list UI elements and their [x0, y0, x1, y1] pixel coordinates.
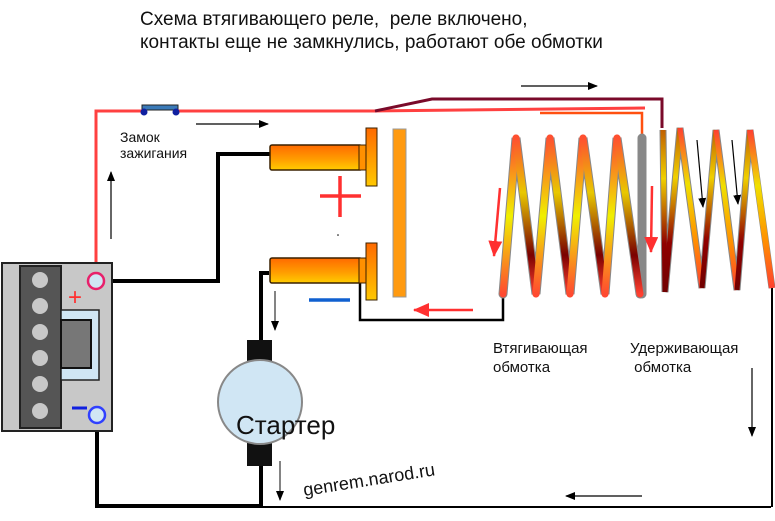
pull-coil-current-arrow	[488, 187, 503, 257]
moving-contact-plate	[392, 128, 407, 298]
hold-coil	[659, 127, 775, 293]
pull-in-coil	[498, 133, 647, 299]
battery-positive-terminal[interactable]	[86, 271, 106, 291]
ground-wire	[95, 425, 263, 508]
hold-coil-feed-wire	[374, 97, 664, 128]
lower-contact-to-starter-wire	[259, 271, 269, 345]
positive-wire	[94, 109, 143, 281]
battery-plus-sign: +	[68, 284, 82, 311]
lower-contact-bolt	[269, 242, 378, 301]
ignition-switch-label-line2: зажигания	[120, 145, 188, 161]
ignition-switch[interactable]	[140, 104, 180, 116]
dot	[337, 234, 339, 236]
ignition-switch-label-line1: Замок	[120, 129, 160, 145]
diagram-title-line2: контакты еще не замкнулись, работают обе…	[140, 32, 603, 53]
battery-cells	[32, 272, 48, 419]
upper-contact-bolt	[269, 127, 378, 187]
current-arrow	[696, 139, 707, 208]
battery-to-upper-contact-wire	[104, 152, 272, 283]
contact-plus-sign	[320, 176, 361, 217]
pull-coil-current-arrow	[644, 185, 659, 253]
ignition-to-coils-wire	[176, 106, 646, 113]
pull-coil-feed-wire	[540, 111, 644, 136]
hold-coil-label-line1: Удерживающая	[630, 340, 739, 357]
hold-coil-label-line2: обмотка	[630, 359, 692, 376]
starter-motor	[217, 340, 303, 466]
pull-coil-return-wire	[358, 283, 505, 322]
pull-in-coil-label-line2: обмотка	[493, 359, 551, 376]
current-arrow	[731, 139, 742, 205]
starter-label: Стартер	[236, 410, 336, 440]
battery-negative-terminal[interactable]	[87, 405, 107, 425]
battery	[1, 262, 113, 432]
diagram-title-line1: Схема втягивающего реле, реле включено,	[140, 9, 528, 30]
pull-in-coil-label-line1: Втягивающая	[493, 340, 588, 357]
